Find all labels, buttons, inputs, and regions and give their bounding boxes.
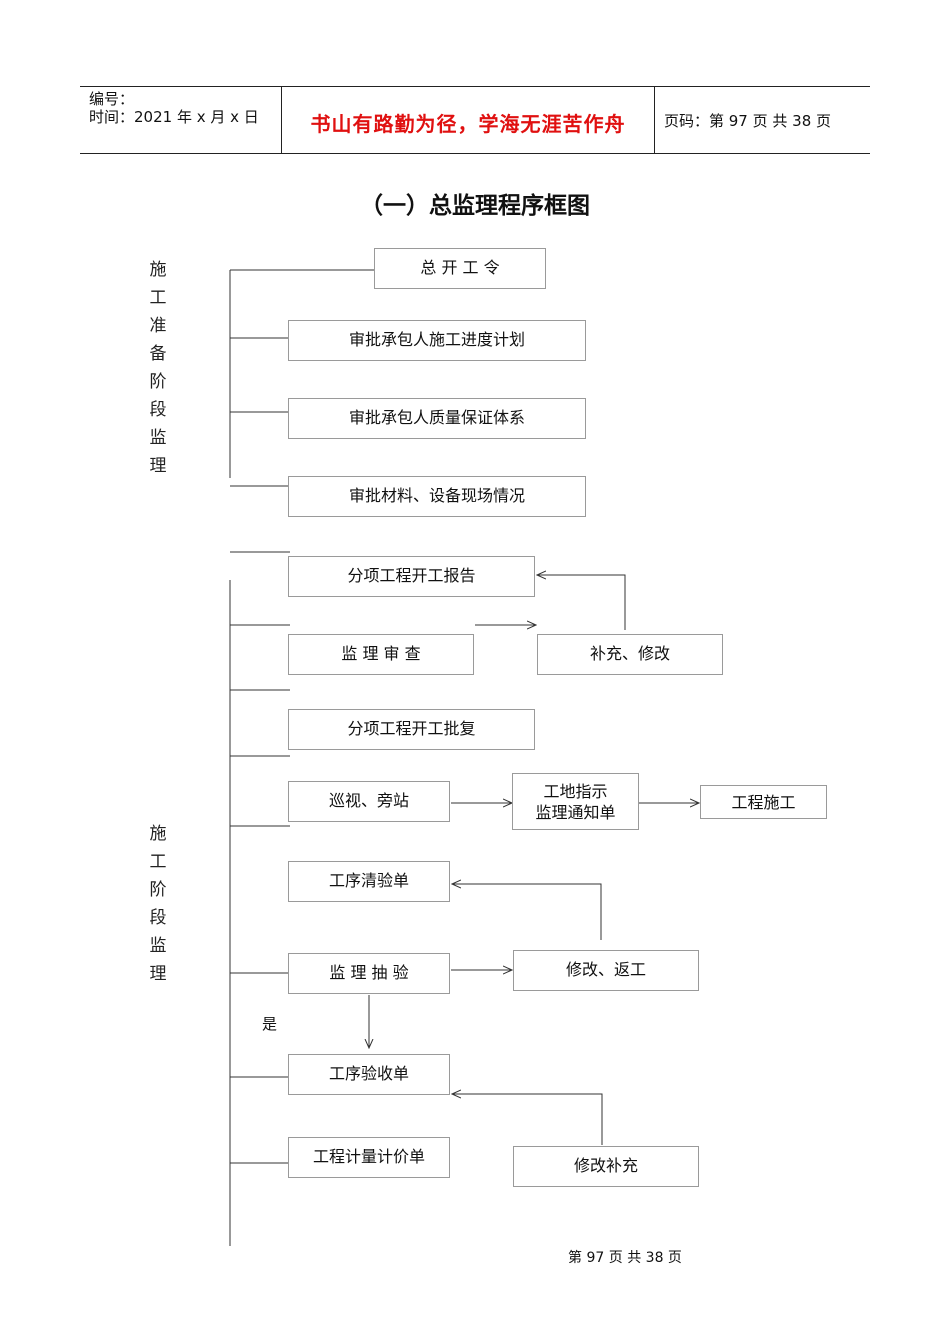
box-start-approval: 分项工程开工批复 [288,709,535,750]
box-measurement: 工程计量计价单 [288,1137,450,1178]
header-top-rule [80,86,870,87]
box-start-report: 分项工程开工报告 [288,556,535,597]
box-rework: 修改、返工 [513,950,699,991]
box-sampling: 监 理 抽 验 [288,953,450,994]
box-approve-schedule: 审批承包人施工进度计划 [288,320,586,361]
box-approve-quality: 审批承包人质量保证体系 [288,398,586,439]
box-process-check: 工序清验单 [288,861,450,902]
box-review: 监 理 审 查 [288,634,474,675]
box-acceptance: 工序验收单 [288,1054,450,1095]
page-title: （一）总监理程序框图 [360,193,590,219]
box-start-order: 总 开 工 令 [374,248,546,289]
header-number-label: 编号： [89,90,135,108]
header-motto: 书山有路勤为径，学海无涯苦作舟 [310,112,626,136]
box-patrol: 巡视、旁站 [288,781,450,822]
page-footer: 第 97 页 共 38 页 [568,1250,682,1266]
yes-label: 是 [262,1015,278,1033]
box-approve-materials: 审批材料、设备现场情况 [288,476,586,517]
phase-label-construction: 施工阶段监理 [149,824,167,984]
header-page-info: 页码：第 97 页 共 38 页 [664,112,832,130]
box-construction: 工程施工 [700,785,827,819]
header-divider-left [281,87,282,154]
box-site-instruction: 工地指示 监理通知单 [512,773,639,830]
header-divider-right [654,87,655,154]
box-supplement: 补充、修改 [537,634,723,675]
header-time-label: 时间：2021 年 x 月 x 日 [89,108,259,126]
site-instruction-line-2: 监理通知单 [535,802,616,822]
site-instruction-line-1: 工地指示 [543,781,608,801]
box-revise-supplement: 修改补充 [513,1146,699,1187]
phase-label-prep: 施工准备阶段监理 [149,260,167,476]
header-bottom-rule [80,153,870,154]
